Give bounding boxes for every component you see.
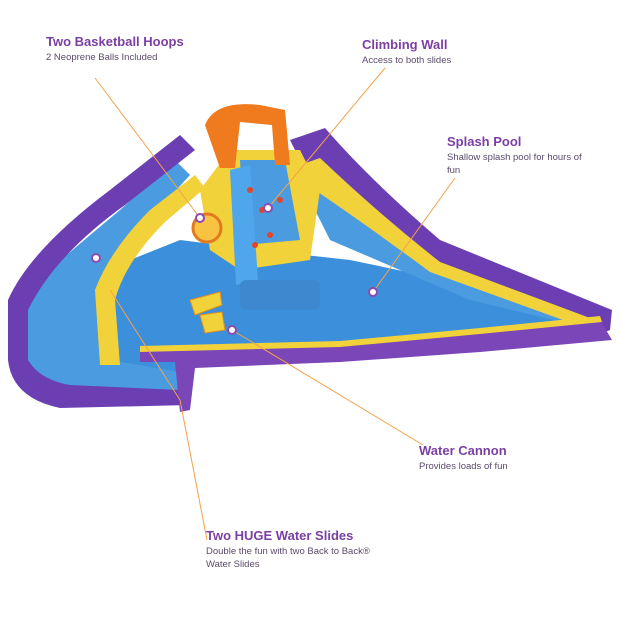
leader-cannon — [231, 329, 424, 446]
callout-description: Provides loads of fun — [419, 461, 508, 472]
right-inner-rail — [300, 158, 590, 328]
callout-title: Two Basketball Hoops — [46, 34, 184, 49]
leader-slides — [179, 399, 208, 541]
marker-cannon — [227, 325, 237, 335]
entry-step — [240, 280, 320, 310]
callout-title: Two HUGE Water Slides — [206, 528, 354, 543]
marker-pool — [368, 287, 378, 297]
water-cannon — [189, 291, 226, 334]
callout-title: Water Cannon — [419, 443, 507, 458]
callout-water-cannon: Water Cannon Provides loads of fun — [419, 443, 569, 473]
marker-slides — [91, 253, 101, 263]
leader-wall — [267, 67, 386, 209]
callout-splash-pool: Splash Pool Shallow splash pool for hour… — [447, 134, 587, 177]
callout-description: Double the fun with two Back to Back® Wa… — [206, 546, 370, 570]
callout-water-slides: Two HUGE Water Slides Double the fun wit… — [206, 528, 376, 571]
front-wall — [140, 320, 612, 412]
top-arch — [205, 104, 290, 168]
callout-title: Splash Pool — [447, 134, 522, 149]
left-inner-tube — [95, 175, 205, 365]
marker-wall — [263, 203, 273, 213]
leader-hoops — [94, 77, 201, 219]
callout-climbing-wall: Climbing Wall Access to both slides — [362, 37, 502, 67]
right-outer-tube — [290, 128, 612, 338]
front-wall-trim — [140, 316, 602, 352]
callout-description: Shallow splash pool for hours of fun — [447, 152, 582, 176]
leader-slides-2 — [109, 289, 181, 401]
climbing-wall-face — [240, 160, 300, 245]
leader-pool — [372, 177, 456, 293]
callout-markers — [91, 203, 378, 335]
leader-lines — [94, 67, 456, 541]
marker-hoops — [195, 213, 205, 223]
callout-basketball-hoops: Two Basketball Hoops 2 Neoprene Balls In… — [46, 34, 186, 64]
callout-description: 2 Neoprene Balls Included — [46, 52, 158, 63]
left-outer-tube — [8, 135, 195, 408]
center-chute — [230, 165, 258, 285]
callout-description: Access to both slides — [362, 55, 452, 66]
callout-title: Climbing Wall — [362, 37, 448, 52]
